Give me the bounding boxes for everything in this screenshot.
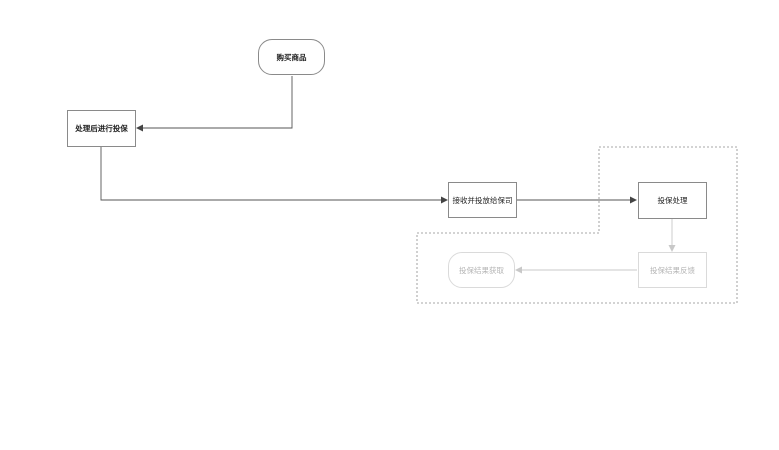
node-process-insure[interactable]: 处理后进行投保 xyxy=(67,110,136,147)
edge-buy-to-process xyxy=(136,76,293,132)
node-insure-handle[interactable]: 投保处理 xyxy=(638,182,707,219)
node-insure-handle-label: 投保处理 xyxy=(657,196,688,205)
node-buy-label: 购买商品 xyxy=(276,52,307,62)
node-receive-forward-label: 接收并投放给保司 xyxy=(452,195,513,205)
node-result-feedback[interactable]: 投保结果反馈 xyxy=(638,252,707,288)
node-process-insure-label: 处理后进行投保 xyxy=(75,124,128,133)
node-buy[interactable]: 购买商品 xyxy=(258,39,325,75)
node-receive-forward[interactable]: 接收并投放给保司 xyxy=(448,182,517,218)
node-result-fetch-label: 投保结果获取 xyxy=(459,265,504,275)
insurer-group-boundary xyxy=(416,146,738,304)
node-result-feedback-label: 投保结果反馈 xyxy=(650,265,695,275)
node-result-fetch[interactable]: 投保结果获取 xyxy=(448,252,515,288)
edge-process-to-receive xyxy=(100,147,448,204)
